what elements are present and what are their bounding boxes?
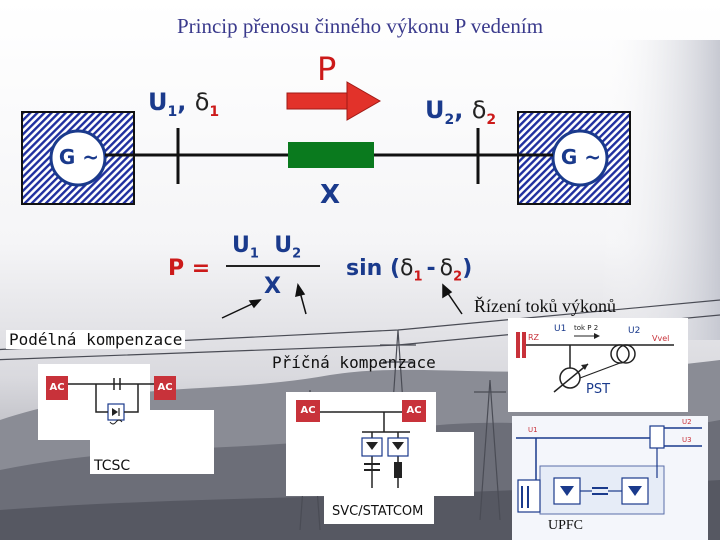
u1-text: U [148, 88, 168, 116]
delta2-text: δ [472, 96, 487, 124]
reactance-label: X [320, 180, 340, 210]
power-label: P [317, 50, 336, 88]
pst-tok: tok P 2 [574, 324, 598, 332]
formula-numerator: U1 U2 [232, 233, 301, 261]
delta2-sub: 2 [486, 112, 496, 128]
u2-text: U [425, 96, 445, 124]
svc-caption: SVC/STATCOM [332, 504, 423, 519]
pst-caption: PST [586, 382, 610, 397]
tcsc-panel: AC AC TCSC [38, 364, 214, 474]
upfc-u1: U1 [528, 426, 538, 434]
upfc-caption: UPFC [548, 518, 583, 534]
tcsc-ac-right: AC [154, 376, 176, 400]
upfc-u2: U2 [682, 418, 692, 426]
u1-sub: 1 [168, 104, 178, 120]
generator-left-label: G ~ [56, 145, 102, 169]
tcsc-ac-left: AC [46, 376, 68, 400]
formula-sine-term: sin (δ1-δ2) [346, 256, 472, 284]
tcsc-caption: TCSC [94, 458, 130, 474]
pst-vvel: Vvel [652, 334, 669, 343]
delta1-text: δ [195, 88, 210, 116]
formula-p: P [168, 256, 184, 281]
pst-u2: U2 [628, 326, 640, 336]
pst-rz: RZ [528, 333, 539, 342]
svc-panel: AC AC SVC/STATCOM [286, 392, 474, 524]
reactance-element [288, 142, 374, 168]
shunt-compensation-label: Příčná kompenzace [272, 353, 436, 372]
svc-ac-right: AC [402, 400, 426, 422]
pst-u1: U1 [554, 324, 566, 334]
bus2-voltage-label: U2, δ2 [425, 96, 496, 128]
formula-lhs: P = [168, 256, 210, 281]
u2-sub: 2 [445, 112, 455, 128]
upfc-panel: U1 U2 U3 UPFC [512, 416, 708, 540]
flow-control-label: Řízení toků výkonů [474, 296, 616, 317]
formula-denominator: X [264, 274, 281, 299]
upfc-schematic [512, 416, 708, 540]
pst-panel: RZ U1 tok P 2 U2 Vvel PST [508, 318, 688, 412]
svc-ac-left: AC [296, 400, 320, 422]
arrow-to-flow-control [447, 292, 462, 314]
bus1-voltage-label: U1, δ1 [148, 88, 219, 120]
formula-equals: = [192, 256, 210, 281]
delta1-sub: 1 [209, 104, 219, 120]
upfc-u3: U3 [682, 436, 692, 444]
arrow-to-series-comp [222, 303, 254, 318]
generator-right-label: G ~ [558, 145, 604, 169]
series-compensation-label: Podélná kompenzace [6, 330, 185, 349]
